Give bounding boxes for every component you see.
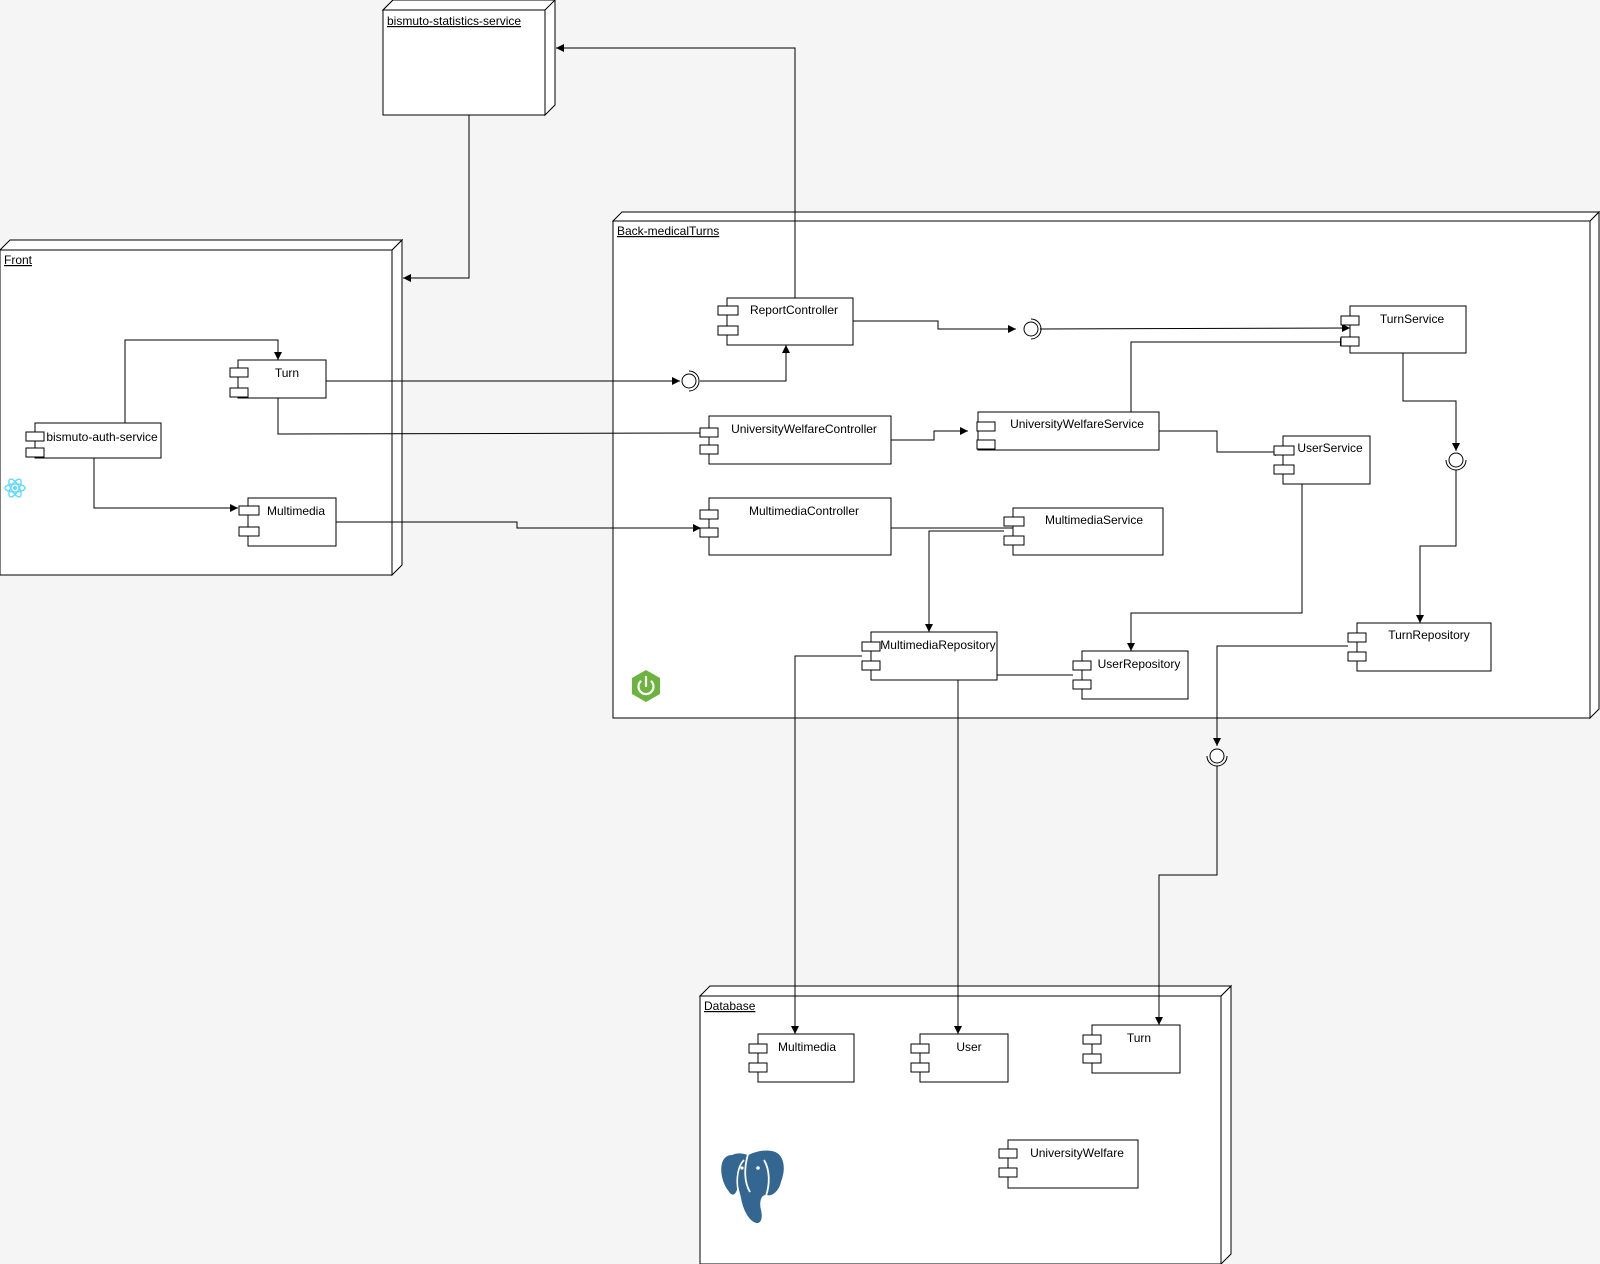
node-front[interactable]: Front bbox=[0, 238, 404, 577]
node-title: bismuto-statistics-service bbox=[387, 14, 521, 28]
component-label: Turn bbox=[1127, 1031, 1151, 1045]
edge-multimedia-service-to-repository bbox=[925, 530, 1004, 632]
component-label: UniversityWelfareService bbox=[1010, 417, 1144, 431]
component-db-university-welfare[interactable]: UniversityWelfare bbox=[998, 1139, 1139, 1189]
component-label: UserRepository bbox=[1098, 657, 1181, 671]
edge-interface-to-turn-service bbox=[1039, 324, 1351, 333]
edge-statistics-to-front bbox=[403, 115, 470, 282]
node-title: Front bbox=[4, 253, 33, 267]
component-turn-repository[interactable]: TurnRepository bbox=[1347, 622, 1492, 672]
postgresql-elephant-icon bbox=[719, 1148, 786, 1226]
edge-uw-service-to-turn-service bbox=[1130, 338, 1348, 412]
node-title: Database bbox=[704, 999, 756, 1013]
component-university-welfare-controller[interactable]: UniversityWelfareController bbox=[699, 415, 892, 465]
connectors bbox=[93, 44, 1460, 1034]
component-university-welfare-service[interactable]: UniversityWelfareService bbox=[976, 411, 1160, 451]
component-user-repository[interactable]: UserRepository bbox=[1072, 650, 1189, 700]
component-label: ReportController bbox=[750, 303, 838, 317]
edge-interface-to-turn-repository bbox=[1416, 470, 1457, 623]
edge-turn-to-uw-controller bbox=[277, 398, 712, 438]
interface-turn-service bbox=[1023, 318, 1042, 340]
edge-report-to-turn-interface bbox=[853, 320, 1016, 333]
edge-interface-to-db-turn bbox=[1155, 766, 1218, 1025]
edge-multimedia-repository-to-db bbox=[791, 655, 862, 1034]
edge-multimedia-to-controller bbox=[336, 521, 701, 532]
edge-user-service-to-repository bbox=[1127, 484, 1303, 651]
edge-report-to-statistics bbox=[556, 44, 796, 298]
component-multimedia-controller[interactable]: MultimediaController bbox=[699, 497, 892, 556]
component-report-controller[interactable]: ReportController bbox=[717, 297, 854, 346]
component-db-user[interactable]: User bbox=[910, 1033, 1009, 1083]
component-label: TurnService bbox=[1380, 312, 1445, 326]
component-label: UniversityWelfareController bbox=[731, 422, 877, 436]
component-db-turn[interactable]: Turn bbox=[1082, 1024, 1181, 1074]
component-multimedia-service[interactable]: MultimediaService bbox=[1003, 507, 1164, 556]
component-label: MultimediaRepository bbox=[880, 638, 995, 652]
edge-turn-service-to-interface bbox=[1402, 353, 1460, 451]
edge-turn-repository-to-interface bbox=[1213, 645, 1348, 746]
spring-power-icon bbox=[632, 670, 660, 702]
edge-auth-to-turn bbox=[124, 339, 282, 423]
component-db-multimedia[interactable]: Multimedia bbox=[748, 1033, 855, 1083]
edge-uw-controller-to-service bbox=[891, 427, 968, 441]
interface-turn-repository bbox=[1445, 452, 1467, 471]
component-label: bismuto-auth-service bbox=[46, 430, 158, 444]
component-label: Multimedia bbox=[778, 1040, 836, 1054]
edge-interface-to-report bbox=[700, 345, 790, 382]
node-statistics-service[interactable]: bismuto-statistics-service bbox=[381, 0, 556, 117]
component-label: UserService bbox=[1297, 441, 1363, 455]
component-label: Turn bbox=[275, 366, 299, 380]
edge-user-repository-to-db bbox=[954, 674, 1073, 1034]
component-label: User bbox=[956, 1040, 981, 1054]
edge-auth-to-multimedia bbox=[93, 458, 238, 512]
component-label: MultimediaController bbox=[749, 504, 859, 518]
component-multimedia-repository[interactable]: MultimediaRepository bbox=[861, 631, 998, 681]
edge-uw-service-to-user-service bbox=[1159, 430, 1283, 456]
react-logo-icon bbox=[4, 478, 26, 498]
component-label: Multimedia bbox=[267, 504, 325, 518]
component-label: MultimediaService bbox=[1045, 513, 1143, 527]
component-front-turn[interactable]: Turn bbox=[229, 359, 327, 399]
component-front-multimedia[interactable]: Multimedia bbox=[238, 497, 337, 547]
interface-report bbox=[681, 370, 700, 392]
component-label: UniversityWelfare bbox=[1030, 1146, 1124, 1160]
component-bismuto-auth-service[interactable]: bismuto-auth-service bbox=[25, 422, 162, 459]
node-title: Back-medicalTurns bbox=[617, 224, 719, 238]
component-turn-service[interactable]: TurnService bbox=[1340, 305, 1467, 354]
interface-database bbox=[1206, 748, 1228, 767]
component-user-service[interactable]: UserService bbox=[1273, 435, 1371, 485]
component-label: TurnRepository bbox=[1388, 628, 1470, 642]
